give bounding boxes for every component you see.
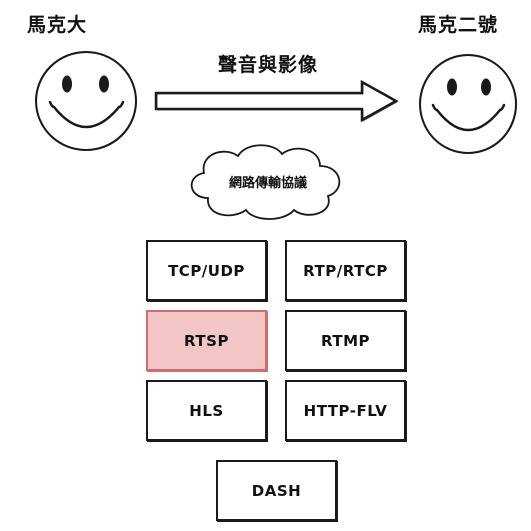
protocol-label: RTSP [184, 331, 229, 350]
receiver-smiley-icon [419, 54, 517, 154]
protocol-label: TCP/UDP [168, 261, 245, 280]
sender-name: 馬克大 [27, 14, 88, 36]
receiver-name: 馬克二號 [418, 14, 499, 36]
protocol-label: DASH [251, 481, 302, 500]
cloud-icon [190, 144, 341, 220]
protocol-box-http-flv: HTTP-FLV [285, 380, 406, 441]
protocol-label: HTTP-FLV [303, 401, 388, 420]
protocol-box-rtmp: RTMP [285, 310, 406, 371]
protocol-label: HLS [189, 401, 224, 420]
protocol-box-rtp-rtcp: RTP/RTCP [285, 240, 406, 301]
arrow-label: 聲音與影像 [218, 54, 319, 76]
protocol-box-dash: DASH [216, 460, 337, 521]
protocol-box-hls: HLS [146, 380, 267, 441]
protocol-box-tcp-udp: TCP/UDP [146, 240, 267, 301]
protocol-label: RTP/RTCP [303, 261, 388, 280]
cloud-label: 網路傳輸協議 [228, 176, 307, 191]
transfer-arrow-icon [154, 79, 399, 123]
protocol-label: RTMP [320, 331, 371, 350]
protocol-box-rtsp: RTSP [146, 310, 267, 371]
sender-smiley-icon [35, 51, 137, 151]
